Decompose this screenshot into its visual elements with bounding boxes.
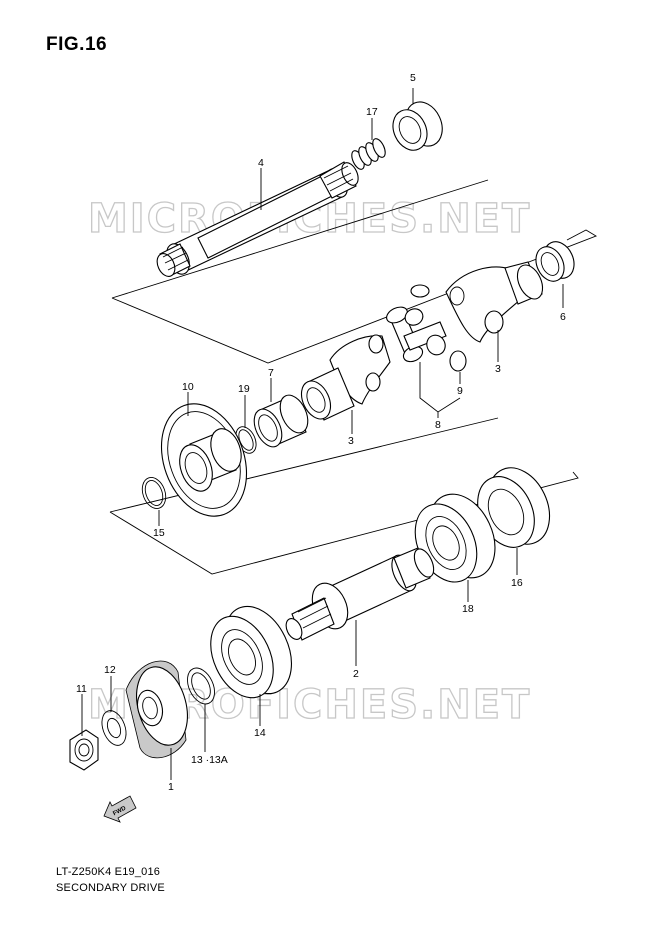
part-7-bushing[interactable]	[249, 391, 314, 451]
callout-17: 17	[366, 106, 378, 118]
diagram-subtitle: SECONDARY DRIVE	[56, 882, 165, 894]
callout-12: 12	[104, 664, 116, 676]
part-3-universal-yoke-lower[interactable]	[296, 334, 391, 424]
callout-5: 5	[410, 72, 416, 84]
part-12-washer[interactable]	[98, 707, 131, 748]
callout-6: 6	[560, 311, 566, 323]
callout-18: 18	[462, 603, 474, 615]
callout-15: 15	[153, 527, 165, 539]
group-outline-middle	[109, 417, 579, 575]
part-14-bearing[interactable]	[198, 596, 304, 708]
part-9-bearing-cap[interactable]	[449, 350, 467, 372]
callout-4: 4	[258, 157, 264, 169]
part-3-universal-yoke-upper[interactable]	[445, 261, 548, 343]
part-13-shim[interactable]	[182, 664, 220, 709]
callout-11: 11	[76, 683, 87, 695]
part-11-nut[interactable]	[69, 729, 99, 771]
callout-19: 19	[238, 383, 250, 395]
callout-3-upper: 3	[495, 363, 501, 375]
part-2-output-shaft[interactable]	[283, 546, 438, 642]
part-4-drive-shaft[interactable]	[154, 160, 362, 279]
callout-14: 14	[254, 727, 266, 739]
forward-direction-arrow: FWD	[103, 795, 137, 823]
figure-title: FIG.16	[46, 34, 108, 55]
part-10-flange[interactable]	[147, 392, 262, 528]
leader-lines	[81, 88, 564, 780]
callout-16: 16	[511, 577, 523, 589]
callout-10: 10	[182, 381, 194, 393]
callout-3-lower: 3	[348, 435, 354, 447]
model-code: LT-Z250K4 E19_016	[56, 866, 161, 878]
part-5-boot[interactable]	[387, 96, 450, 156]
group-outline-upper	[111, 179, 598, 364]
part-8-universal-joint-cross[interactable]	[384, 284, 448, 365]
part-17-spring[interactable]	[349, 137, 388, 171]
callout-8: 8	[435, 419, 441, 431]
part-6-oil-seal[interactable]	[531, 237, 580, 286]
callout-13-13a: 13 ·13A	[191, 754, 228, 766]
part-1-bevel-gear[interactable]	[125, 660, 196, 759]
callout-2: 2	[353, 668, 359, 680]
part-15-o-ring[interactable]	[138, 474, 170, 512]
callout-1: 1	[168, 781, 174, 793]
callout-7: 7	[268, 367, 274, 379]
callout-9: 9	[457, 385, 463, 397]
